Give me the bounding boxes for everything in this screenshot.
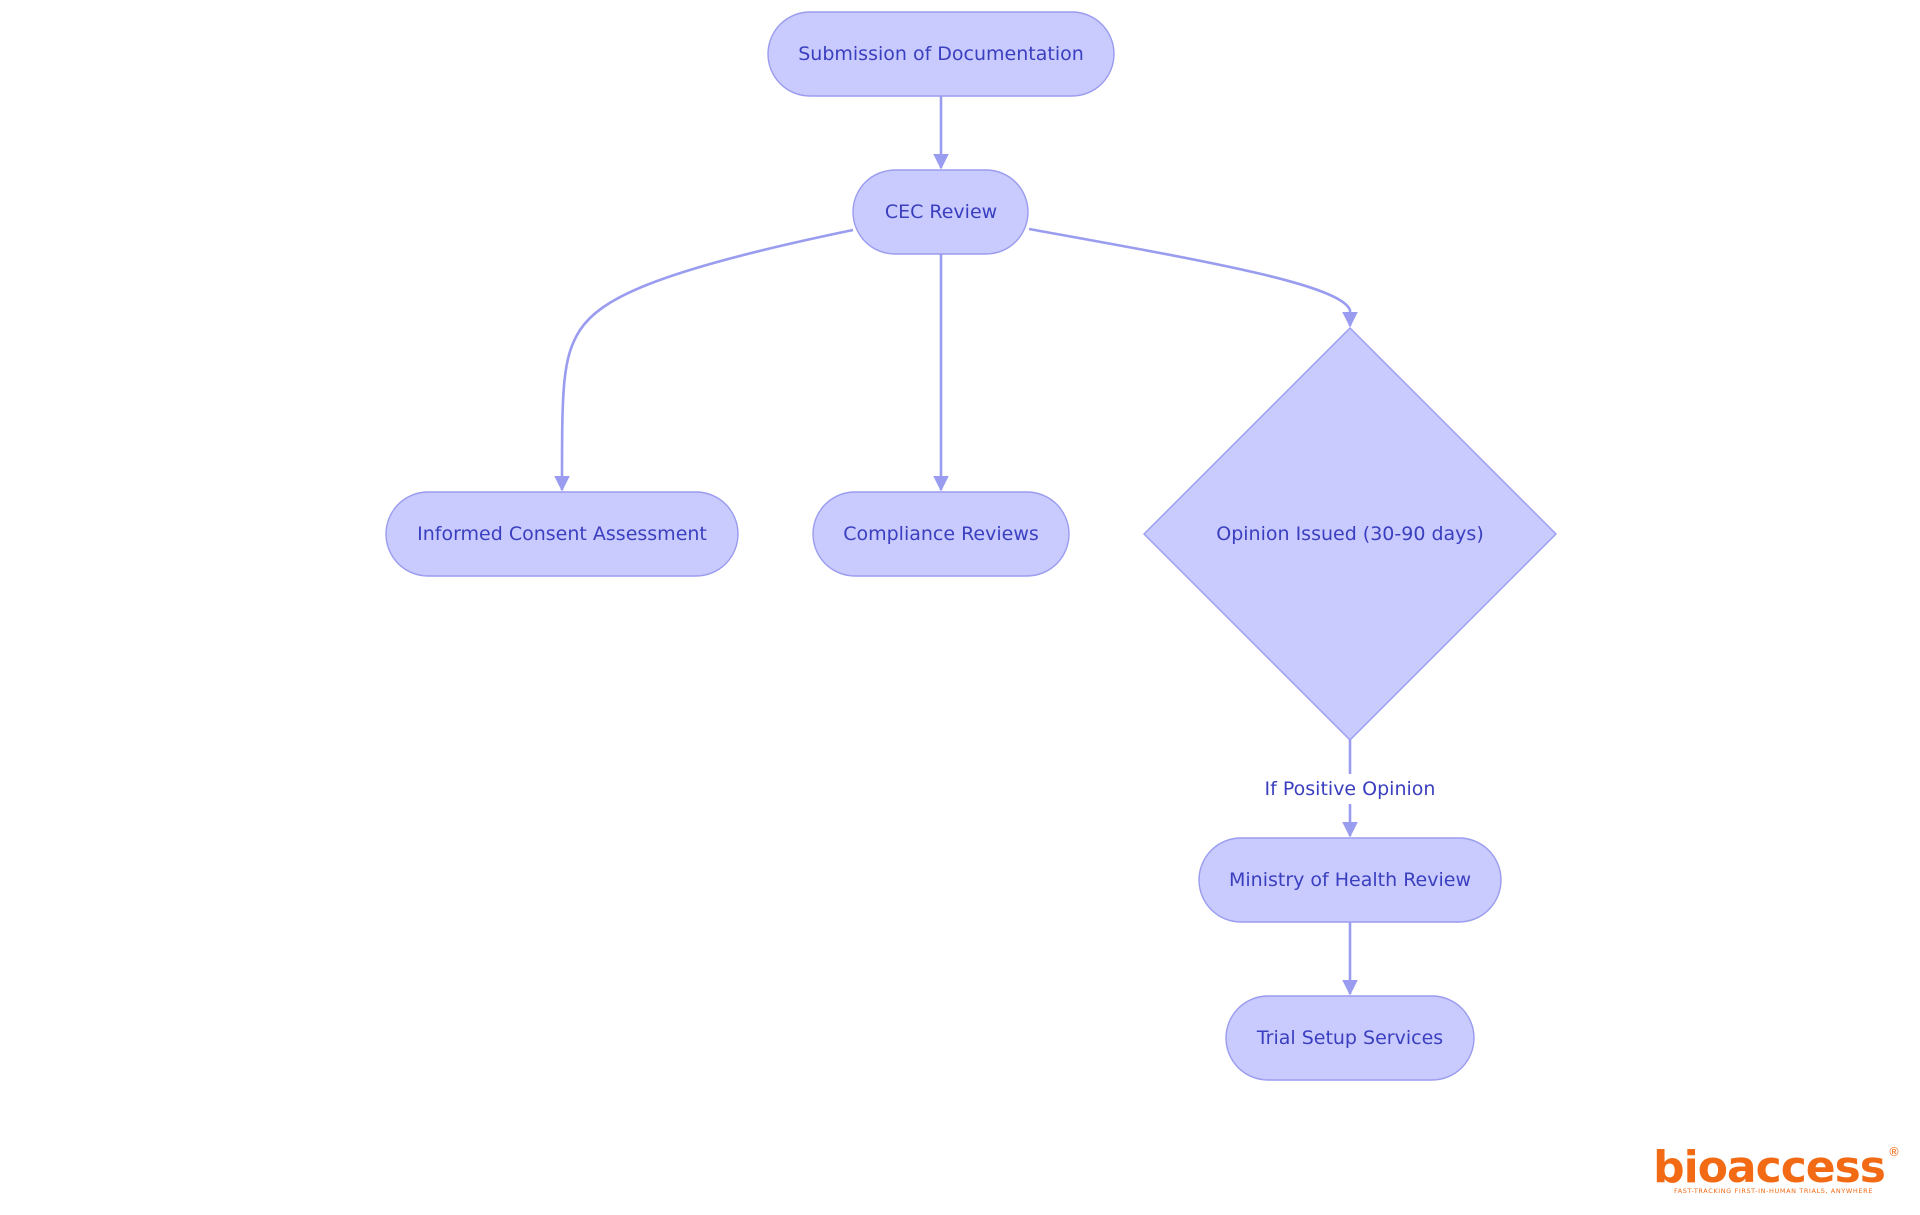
node-informed-consent-shape xyxy=(385,491,739,577)
node-submission-of-documentation[interactable]: Submission of Documentation xyxy=(767,11,1115,97)
node-cec-review-shape xyxy=(852,169,1029,255)
edge-label-group: If Positive Opinion xyxy=(1262,774,1438,804)
node-informed-consent-label: Informed Consent Assessment xyxy=(417,523,707,545)
node-ministry-shape xyxy=(1198,837,1502,923)
node-informed-consent-assessment[interactable]: Informed Consent Assessment xyxy=(385,491,739,577)
node-compliance-shape xyxy=(812,491,1070,577)
node-trial-setup-services[interactable]: Trial Setup Services xyxy=(1225,995,1475,1081)
node-opinion-issued[interactable]: Opinion Issued (30-90 days) xyxy=(1143,327,1557,741)
node-ministry-label: Ministry of Health Review xyxy=(1229,869,1471,891)
node-compliance-reviews[interactable]: Compliance Reviews xyxy=(812,491,1070,577)
logo-tagline: FAST-TRACKING FIRST-IN-HUMAN TRIALS, ANY… xyxy=(1674,1187,1873,1195)
edge-label-if-positive-opinion: If Positive Opinion xyxy=(1265,778,1436,800)
edge-cec-review-to-informed-consent xyxy=(554,228,854,492)
logo-registered-mark: ® xyxy=(1888,1145,1900,1159)
node-cec-review[interactable]: CEC Review xyxy=(852,169,1029,255)
node-opinion-diamond xyxy=(1143,327,1557,741)
nodes: Submission of Documentation CEC Review I… xyxy=(385,11,1557,1081)
node-submission-label: Submission of Documentation xyxy=(798,43,1084,65)
node-submission-shape xyxy=(767,11,1115,97)
node-trial-setup-shape xyxy=(1225,995,1475,1081)
node-trial-setup-label: Trial Setup Services xyxy=(1256,1027,1443,1049)
logo-wordmark: bioaccess xyxy=(1653,1142,1885,1193)
edge-cec-review-to-opinion xyxy=(1028,227,1358,328)
node-ministry-of-health-review[interactable]: Ministry of Health Review xyxy=(1198,837,1502,923)
edge-label-background xyxy=(1262,774,1438,804)
bioaccess-logo: bioaccess ® FAST-TRACKING FIRST-IN-HUMAN… xyxy=(1653,1142,1900,1195)
node-compliance-label: Compliance Reviews xyxy=(843,523,1039,545)
node-opinion-label: Opinion Issued (30-90 days) xyxy=(1216,523,1483,545)
node-cec-review-label: CEC Review xyxy=(885,201,997,223)
